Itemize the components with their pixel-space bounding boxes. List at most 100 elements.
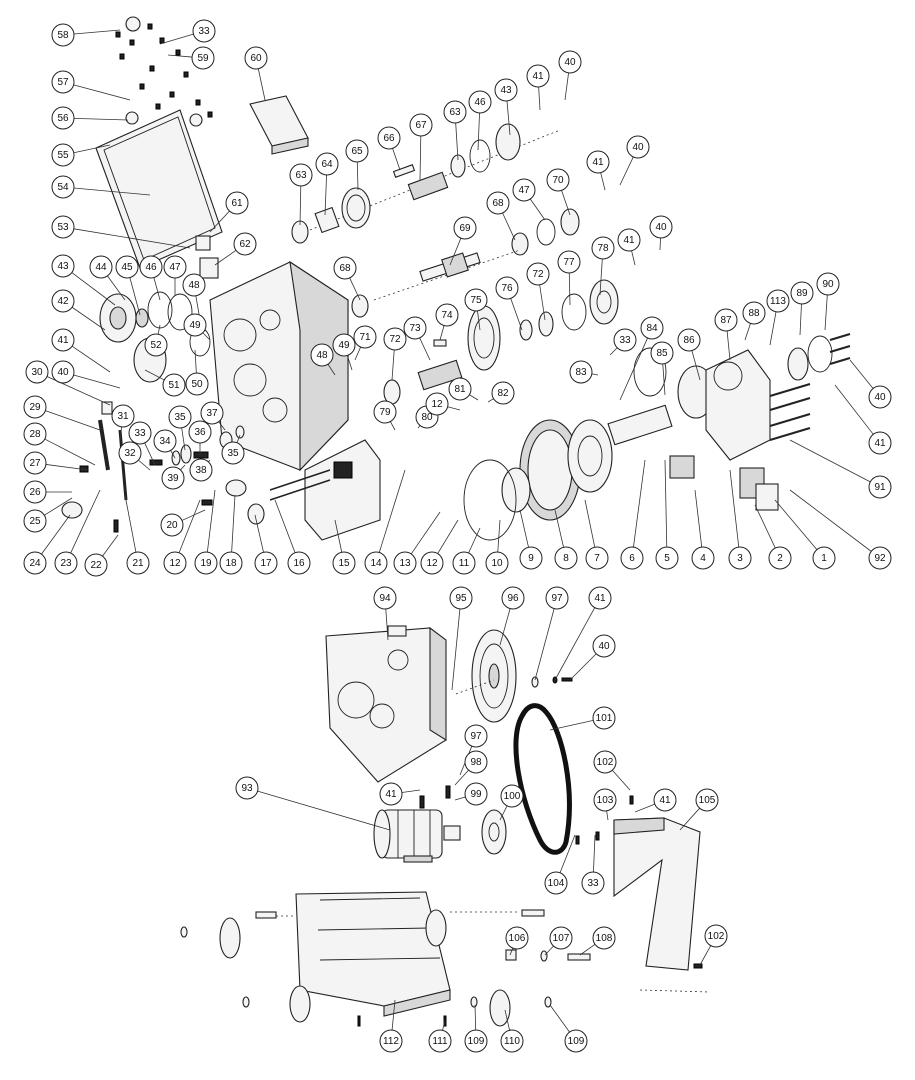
callout-leader xyxy=(119,426,123,441)
callout-leader xyxy=(102,534,119,557)
callout-label: 85 xyxy=(656,348,668,359)
large-pulley xyxy=(455,629,517,723)
callout-leader xyxy=(634,803,655,813)
callout-113: 113 xyxy=(766,289,790,346)
callout-balloon xyxy=(558,50,582,74)
callout-102: 102 xyxy=(699,924,728,966)
callout-leader xyxy=(349,277,361,301)
callout-leader xyxy=(454,796,466,801)
callout-9: 9 xyxy=(519,509,543,570)
callout-leader xyxy=(181,509,206,521)
callout-leader xyxy=(124,494,137,553)
callout-balloon xyxy=(345,139,369,163)
guard-box xyxy=(304,439,381,541)
callout-balloon xyxy=(126,551,150,575)
callout-54: 54 xyxy=(51,175,151,199)
callout-balloon xyxy=(564,1029,588,1053)
callout-balloon xyxy=(383,327,407,351)
callout-leader xyxy=(534,608,555,681)
callout-label: 37 xyxy=(206,408,218,419)
callout-17: 17 xyxy=(254,514,278,575)
callout-leader xyxy=(619,156,634,186)
callout-label: 59 xyxy=(197,53,209,64)
callout-balloon xyxy=(185,372,209,396)
callout-label: 46 xyxy=(474,97,486,108)
callout-leader xyxy=(144,369,165,381)
callout-balloon xyxy=(428,1029,452,1053)
callout-leader xyxy=(549,719,594,731)
callout-46: 46 xyxy=(139,255,163,301)
callout-leader xyxy=(73,117,129,121)
callout-22: 22 xyxy=(84,534,119,577)
callout-label: 84 xyxy=(646,323,658,334)
callout-label: 41 xyxy=(57,335,69,346)
callout-82: 82 xyxy=(487,381,515,405)
callout-label: 93 xyxy=(241,783,253,794)
callout-leader xyxy=(214,249,237,266)
callout-balloon xyxy=(449,586,473,610)
callout-balloon xyxy=(593,788,617,812)
callout-leader xyxy=(439,325,445,341)
callout-label: 56 xyxy=(57,113,69,124)
callout-leader xyxy=(354,346,361,361)
callout-balloon xyxy=(593,750,617,774)
callout-balloon xyxy=(766,289,790,313)
callout-leader xyxy=(564,72,569,101)
callout-98: 98 xyxy=(454,750,488,786)
callout-balloon xyxy=(139,255,163,279)
callout-balloon xyxy=(244,46,268,70)
callout-101: 101 xyxy=(549,706,616,731)
callout-label: 48 xyxy=(188,280,200,291)
callout-76: 76 xyxy=(495,276,523,331)
callout-label: 43 xyxy=(57,261,69,272)
callout-label: 13 xyxy=(399,558,411,569)
callout-balloon xyxy=(626,135,650,159)
callout-106: 106 xyxy=(505,926,529,956)
callout-leader xyxy=(180,464,186,471)
callout-19: 19 xyxy=(194,489,218,575)
callout-leader xyxy=(606,810,609,821)
callout-balloon xyxy=(332,333,356,357)
callout-label: 110 xyxy=(504,1036,520,1047)
callout-label: 73 xyxy=(409,323,421,334)
callout-63: 63 xyxy=(289,163,313,226)
callout-label: 103 xyxy=(597,795,614,806)
callout-leader xyxy=(477,310,481,331)
callout-48: 48 xyxy=(182,273,206,321)
callout-40: 40 xyxy=(619,135,650,186)
callout-109: 109 xyxy=(464,1004,488,1053)
callout-label: 72 xyxy=(532,269,544,280)
callout-leader xyxy=(554,509,564,548)
callout-balloon xyxy=(183,313,207,337)
callout-67: 67 xyxy=(409,113,433,181)
callout-leader xyxy=(206,489,216,553)
callout-balloon xyxy=(452,551,476,575)
callout-balloon xyxy=(200,401,224,425)
callout-75: 75 xyxy=(464,288,488,331)
callout-balloon xyxy=(23,422,47,446)
callout-balloon xyxy=(51,254,75,278)
callout-leader xyxy=(129,277,141,316)
callout-41: 41 xyxy=(586,150,610,191)
callout-balloon xyxy=(768,546,792,570)
callout-label: 68 xyxy=(492,198,504,209)
callout-balloon xyxy=(435,303,459,327)
callout-31: 31 xyxy=(111,404,135,441)
callout-leader xyxy=(73,84,131,101)
callout-53: 53 xyxy=(51,215,191,249)
callout-label: 30 xyxy=(31,367,43,378)
callout-6: 6 xyxy=(620,459,646,570)
callout-balloon xyxy=(23,509,47,533)
shift-lever-parts xyxy=(61,401,128,533)
callout-label: 32 xyxy=(124,448,136,459)
callout-leader xyxy=(849,359,874,389)
callout-85: 85 xyxy=(650,341,674,396)
callout-balloon xyxy=(526,64,550,88)
callout-leader xyxy=(679,807,700,831)
callout-leader xyxy=(569,653,597,681)
callout-label: 71 xyxy=(359,332,371,343)
callout-73: 73 xyxy=(403,316,431,361)
callout-leader xyxy=(694,489,703,548)
